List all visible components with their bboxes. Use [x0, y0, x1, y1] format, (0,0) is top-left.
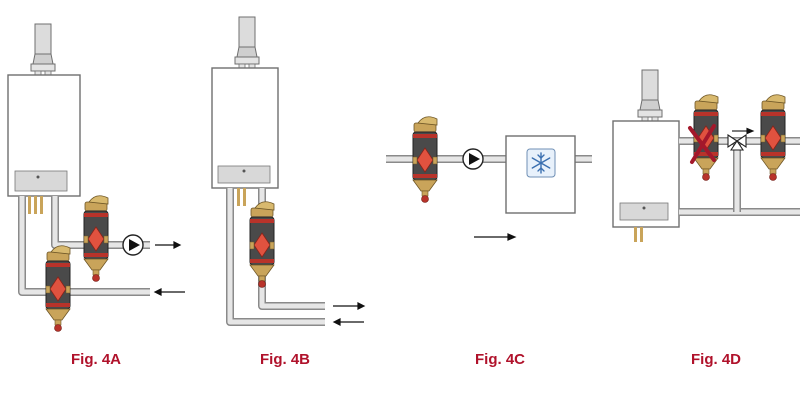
- three-way-valve-icon: [727, 133, 747, 151]
- flow-arrow-icon: [153, 241, 185, 296]
- figure-caption-4d: Fig. 4D: [690, 351, 742, 368]
- figure-caption-4b: Fig. 4B: [259, 351, 311, 368]
- cross-mark-icon: [688, 124, 716, 164]
- boiler-4b: [211, 16, 279, 206]
- snowflake-icon: [531, 152, 551, 174]
- flow-arrow-icon: [732, 127, 755, 135]
- dirt-separator-4d-correct: [760, 94, 786, 181]
- dirt-separator-4c: [412, 116, 438, 203]
- figure-4a: [7, 23, 185, 332]
- pipes-4a: [18, 196, 150, 296]
- figure-4b: [211, 16, 366, 326]
- chiller-unit-4c: [505, 135, 576, 214]
- pump-icon: [122, 234, 144, 256]
- boiler-4d: [612, 69, 680, 242]
- figure-caption-4c: Fig. 4C: [474, 351, 526, 368]
- pump-icon: [462, 148, 484, 170]
- dirt-separator-4a-bottom: [45, 245, 71, 332]
- flow-arrow-icon: [332, 302, 366, 326]
- pipes-4b: [226, 188, 325, 326]
- figure-caption-4a: Fig. 4A: [70, 351, 122, 368]
- dirt-separator-4b: [249, 201, 275, 288]
- boiler-4a: [7, 23, 81, 214]
- flow-arrow-icon: [474, 233, 517, 241]
- figure-4d: [612, 69, 800, 242]
- dirt-separator-4a-top: [83, 195, 109, 282]
- figure-4c: [386, 116, 592, 241]
